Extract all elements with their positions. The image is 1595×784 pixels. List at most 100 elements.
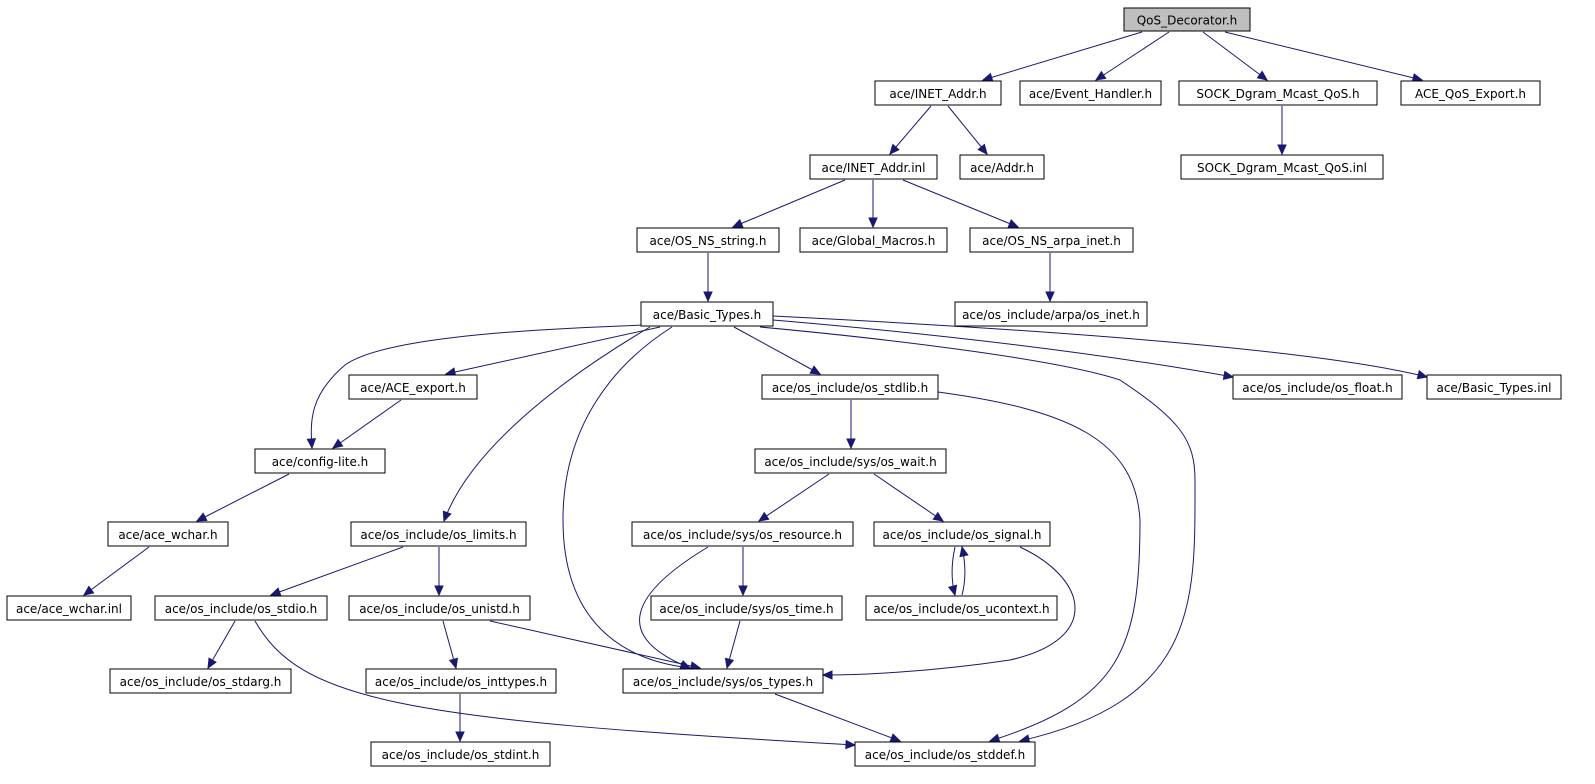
arrowhead-icon: [1277, 144, 1287, 156]
edge-os_ns_string_h-to-basic_types_h: [703, 253, 713, 303]
edge-line: [196, 473, 290, 522]
node-label: SOCK_Dgram_Mcast_QoS.h: [1196, 87, 1359, 101]
node-ace-qos-export-h[interactable]: ACE_QoS_Export.h: [1400, 80, 1541, 106]
edge-sys_os_wait_h-to-os_signal_h: [873, 473, 945, 522]
node-label: ace/Global_Macros.h: [812, 234, 936, 248]
node-box: [865, 595, 1058, 621]
arrowhead-icon: [809, 365, 822, 375]
node-box: [640, 301, 774, 327]
node-root[interactable]: QoS_Decorator.h: [1123, 7, 1251, 32]
node-os-ucontext-h[interactable]: ace/os_include/os_ucontext.h: [865, 595, 1058, 621]
node-box: [799, 227, 948, 253]
node-sock-dgram-h[interactable]: SOCK_Dgram_Mcast_QoS.h: [1178, 80, 1378, 106]
arrowhead-icon: [442, 510, 452, 523]
arrowhead-icon: [724, 657, 735, 670]
arrowhead-icon: [757, 511, 770, 522]
arrowhead-icon: [738, 585, 748, 597]
node-label: ace/os_include/os_stddef.h: [865, 748, 1025, 762]
edge-os_limits_h-to-os_unistd_h: [434, 547, 444, 597]
edge-basic_types_h-to-ace_export_h: [444, 326, 661, 377]
node-box: [348, 374, 478, 400]
edge-os_ucontext_h-to-os_signal_h: [959, 545, 969, 596]
node-os-stddef-h[interactable]: ace/os_include/os_stddef.h: [854, 741, 1036, 767]
node-label: ACE_QoS_Export.h: [1415, 87, 1526, 101]
node-box: [854, 741, 1036, 767]
node-label: ace/INET_Addr.inl: [822, 161, 926, 175]
node-label: ace/os_include/os_stdint.h: [382, 748, 540, 762]
edge-os_inttypes_h-to-os_stdint_h: [455, 694, 465, 743]
edge-sys_os_types_h-to-os_stddef_h: [774, 693, 902, 743]
node-label: ace/os_include/sys/os_types.h: [633, 675, 813, 689]
node-os-ns-string-h[interactable]: ace/OS_NS_string.h: [636, 227, 780, 253]
arrowhead-icon: [889, 733, 902, 743]
node-ace-wchar-inl[interactable]: ace/ace_wchar.inl: [6, 595, 132, 621]
edge-line: [902, 179, 1019, 228]
node-sys-os-types-h[interactable]: ace/os_include/sys/os_types.h: [622, 668, 824, 694]
node-os-signal-h[interactable]: ace/os_include/os_signal.h: [873, 521, 1051, 547]
node-label: ace/os_include/sys/os_time.h: [659, 602, 833, 616]
node-arpa-os-inet-h[interactable]: ace/os_include/arpa/os_inet.h: [954, 301, 1148, 327]
edge-inet_addr_inl-to-global_macros_h: [868, 180, 878, 229]
node-config-lite-h[interactable]: ace/config-lite.h: [254, 448, 386, 474]
arrowhead-icon: [455, 731, 465, 743]
node-basic-types-h[interactable]: ace/Basic_Types.h: [640, 301, 774, 327]
node-ace-export-h[interactable]: ace/ACE_export.h: [348, 374, 478, 400]
node-box: [959, 154, 1045, 180]
node-addr-h[interactable]: ace/Addr.h: [959, 154, 1045, 180]
edge-line: [759, 326, 1196, 742]
edge-line: [772, 319, 1234, 378]
node-ace-wchar-h[interactable]: ace/ace_wchar.h: [107, 521, 229, 547]
arrowhead-icon: [1222, 370, 1235, 381]
node-os-inttypes-h[interactable]: ace/os_include/os_inttypes.h: [365, 668, 557, 694]
node-sys-os-wait-h[interactable]: ace/os_include/sys/os_wait.h: [754, 448, 947, 474]
edge-line: [758, 473, 830, 522]
node-box: [254, 448, 386, 474]
node-os-stdarg-h[interactable]: ace/os_include/os_stdarg.h: [109, 668, 292, 694]
node-box: [650, 595, 843, 621]
edge-os_limits_h-to-os_stdio_h: [269, 546, 404, 597]
edge-line: [270, 546, 404, 596]
arrowhead-icon: [977, 143, 988, 155]
node-os-float-h[interactable]: ace/os_include/os_float.h: [1232, 374, 1403, 400]
node-label: ace/os_include/os_inttypes.h: [375, 675, 547, 689]
node-os-stdio-h[interactable]: ace/os_include/os_stdio.h: [154, 595, 328, 621]
node-label: ace/Addr.h: [970, 161, 1034, 175]
node-os-stdlib-h[interactable]: ace/os_include/os_stdlib.h: [761, 374, 939, 400]
node-os-limits-h[interactable]: ace/os_include/os_limits.h: [350, 521, 527, 547]
node-label: ace/os_include/os_stdlib.h: [772, 381, 928, 395]
node-os-unistd-h[interactable]: ace/os_include/os_unistd.h: [348, 595, 531, 621]
arrowhead-icon: [889, 143, 900, 155]
node-label: ace/config-lite.h: [272, 455, 369, 469]
edge-sys_os_time_h-to-sys_os_types_h: [724, 620, 741, 670]
node-label: ace/OS_NS_arpa_inet.h: [982, 234, 1121, 248]
edge-sys_os_resource_h-to-sys_os_time_h: [738, 547, 748, 597]
node-label: ace/os_include/os_signal.h: [883, 528, 1042, 542]
node-event-handler-h[interactable]: ace/Event_Handler.h: [1019, 80, 1162, 106]
edge-inet_addr_inl-to-os_ns_arpa_inet_h: [902, 179, 1020, 228]
node-box: [1019, 80, 1162, 106]
arrowhead-icon: [845, 739, 857, 750]
node-inet-addr-inl[interactable]: ace/INET_Addr.inl: [809, 154, 938, 180]
arrowhead-icon: [1094, 70, 1107, 81]
node-sys-os-time-h[interactable]: ace/os_include/sys/os_time.h: [650, 595, 843, 621]
node-box: [350, 521, 527, 547]
edge-sock_dgram_h-to-sock_dgram_inl: [1277, 106, 1287, 156]
edge-line: [332, 399, 402, 449]
node-basic-types-inl[interactable]: ace/Basic_Types.inl: [1426, 374, 1562, 400]
dependency-edges: [83, 31, 1429, 750]
node-label: ace/ACE_export.h: [360, 381, 466, 395]
node-global-macros-h[interactable]: ace/Global_Macros.h: [799, 227, 948, 253]
arrowhead-icon: [731, 218, 744, 228]
edge-root-to-ace_qos_export_h: [1224, 31, 1424, 83]
node-inet-addr-h[interactable]: ace/INET_Addr.h: [874, 80, 1002, 106]
edge-basic_types_h-to-os_stdlib_h: [733, 326, 822, 375]
arrowhead-icon: [1007, 218, 1020, 228]
node-os-stdint-h[interactable]: ace/os_include/os_stdint.h: [370, 741, 551, 767]
edge-os_ns_arpa_inet_h-to-arpa_os_inet_h: [1045, 253, 1055, 303]
node-os-ns-arpa-inet-h[interactable]: ace/OS_NS_arpa_inet.h: [969, 227, 1134, 253]
node-box: [1426, 374, 1562, 400]
node-sock-dgram-inl[interactable]: SOCK_Dgram_Mcast_QoS.inl: [1180, 154, 1384, 180]
node-sys-os-resource-h[interactable]: ace/os_include/sys/os_resource.h: [631, 521, 854, 547]
edge-line: [1095, 31, 1170, 81]
node-box: [107, 521, 229, 547]
